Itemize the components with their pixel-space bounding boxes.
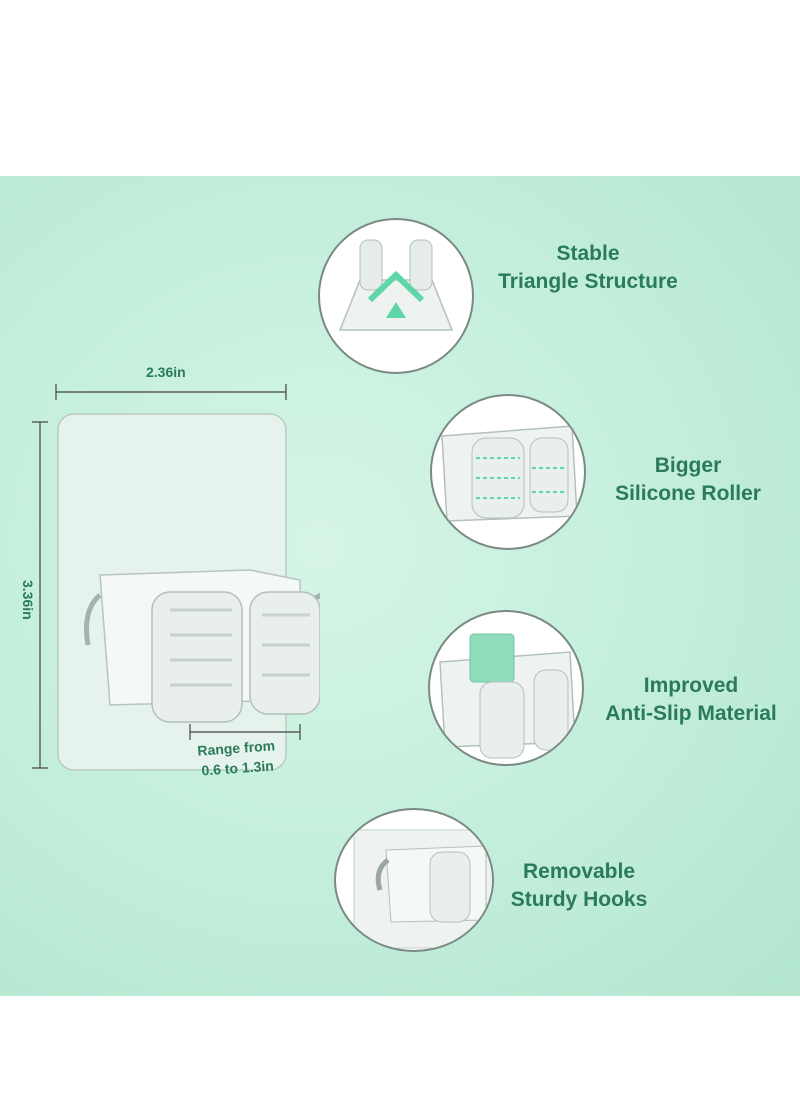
feature-label-roller: Bigger Silicone Roller (598, 452, 778, 508)
range-label: Range from 0.6 to 1.3in (197, 735, 277, 780)
feature-circle-antislip (428, 610, 584, 766)
feature-line2: Triangle Structure (498, 270, 678, 293)
feature-circle-hooks (334, 808, 494, 952)
feature-line1: Improved (643, 674, 739, 697)
feature-circle-triangle (318, 218, 474, 374)
feature-line2: Anti-Slip Material (605, 702, 777, 725)
feature-line1: Stable (556, 242, 620, 265)
feature-line1: Bigger (654, 454, 722, 477)
width-label: 2.36in (146, 364, 186, 380)
feature-line2: Sturdy Hooks (510, 888, 648, 911)
product-illustration (32, 384, 320, 771)
feature-label-antislip: Improved Anti-Slip Material (584, 672, 798, 728)
height-label: 3.36in (20, 580, 36, 620)
feature-label-hooks: Removable Sturdy Hooks (494, 858, 664, 914)
feature-label-triangle: Stable Triangle Structure (478, 240, 698, 296)
feature-line1: Removable (522, 860, 636, 883)
feature-circle-roller (430, 394, 586, 550)
feature-line2: Silicone Roller (615, 482, 761, 505)
